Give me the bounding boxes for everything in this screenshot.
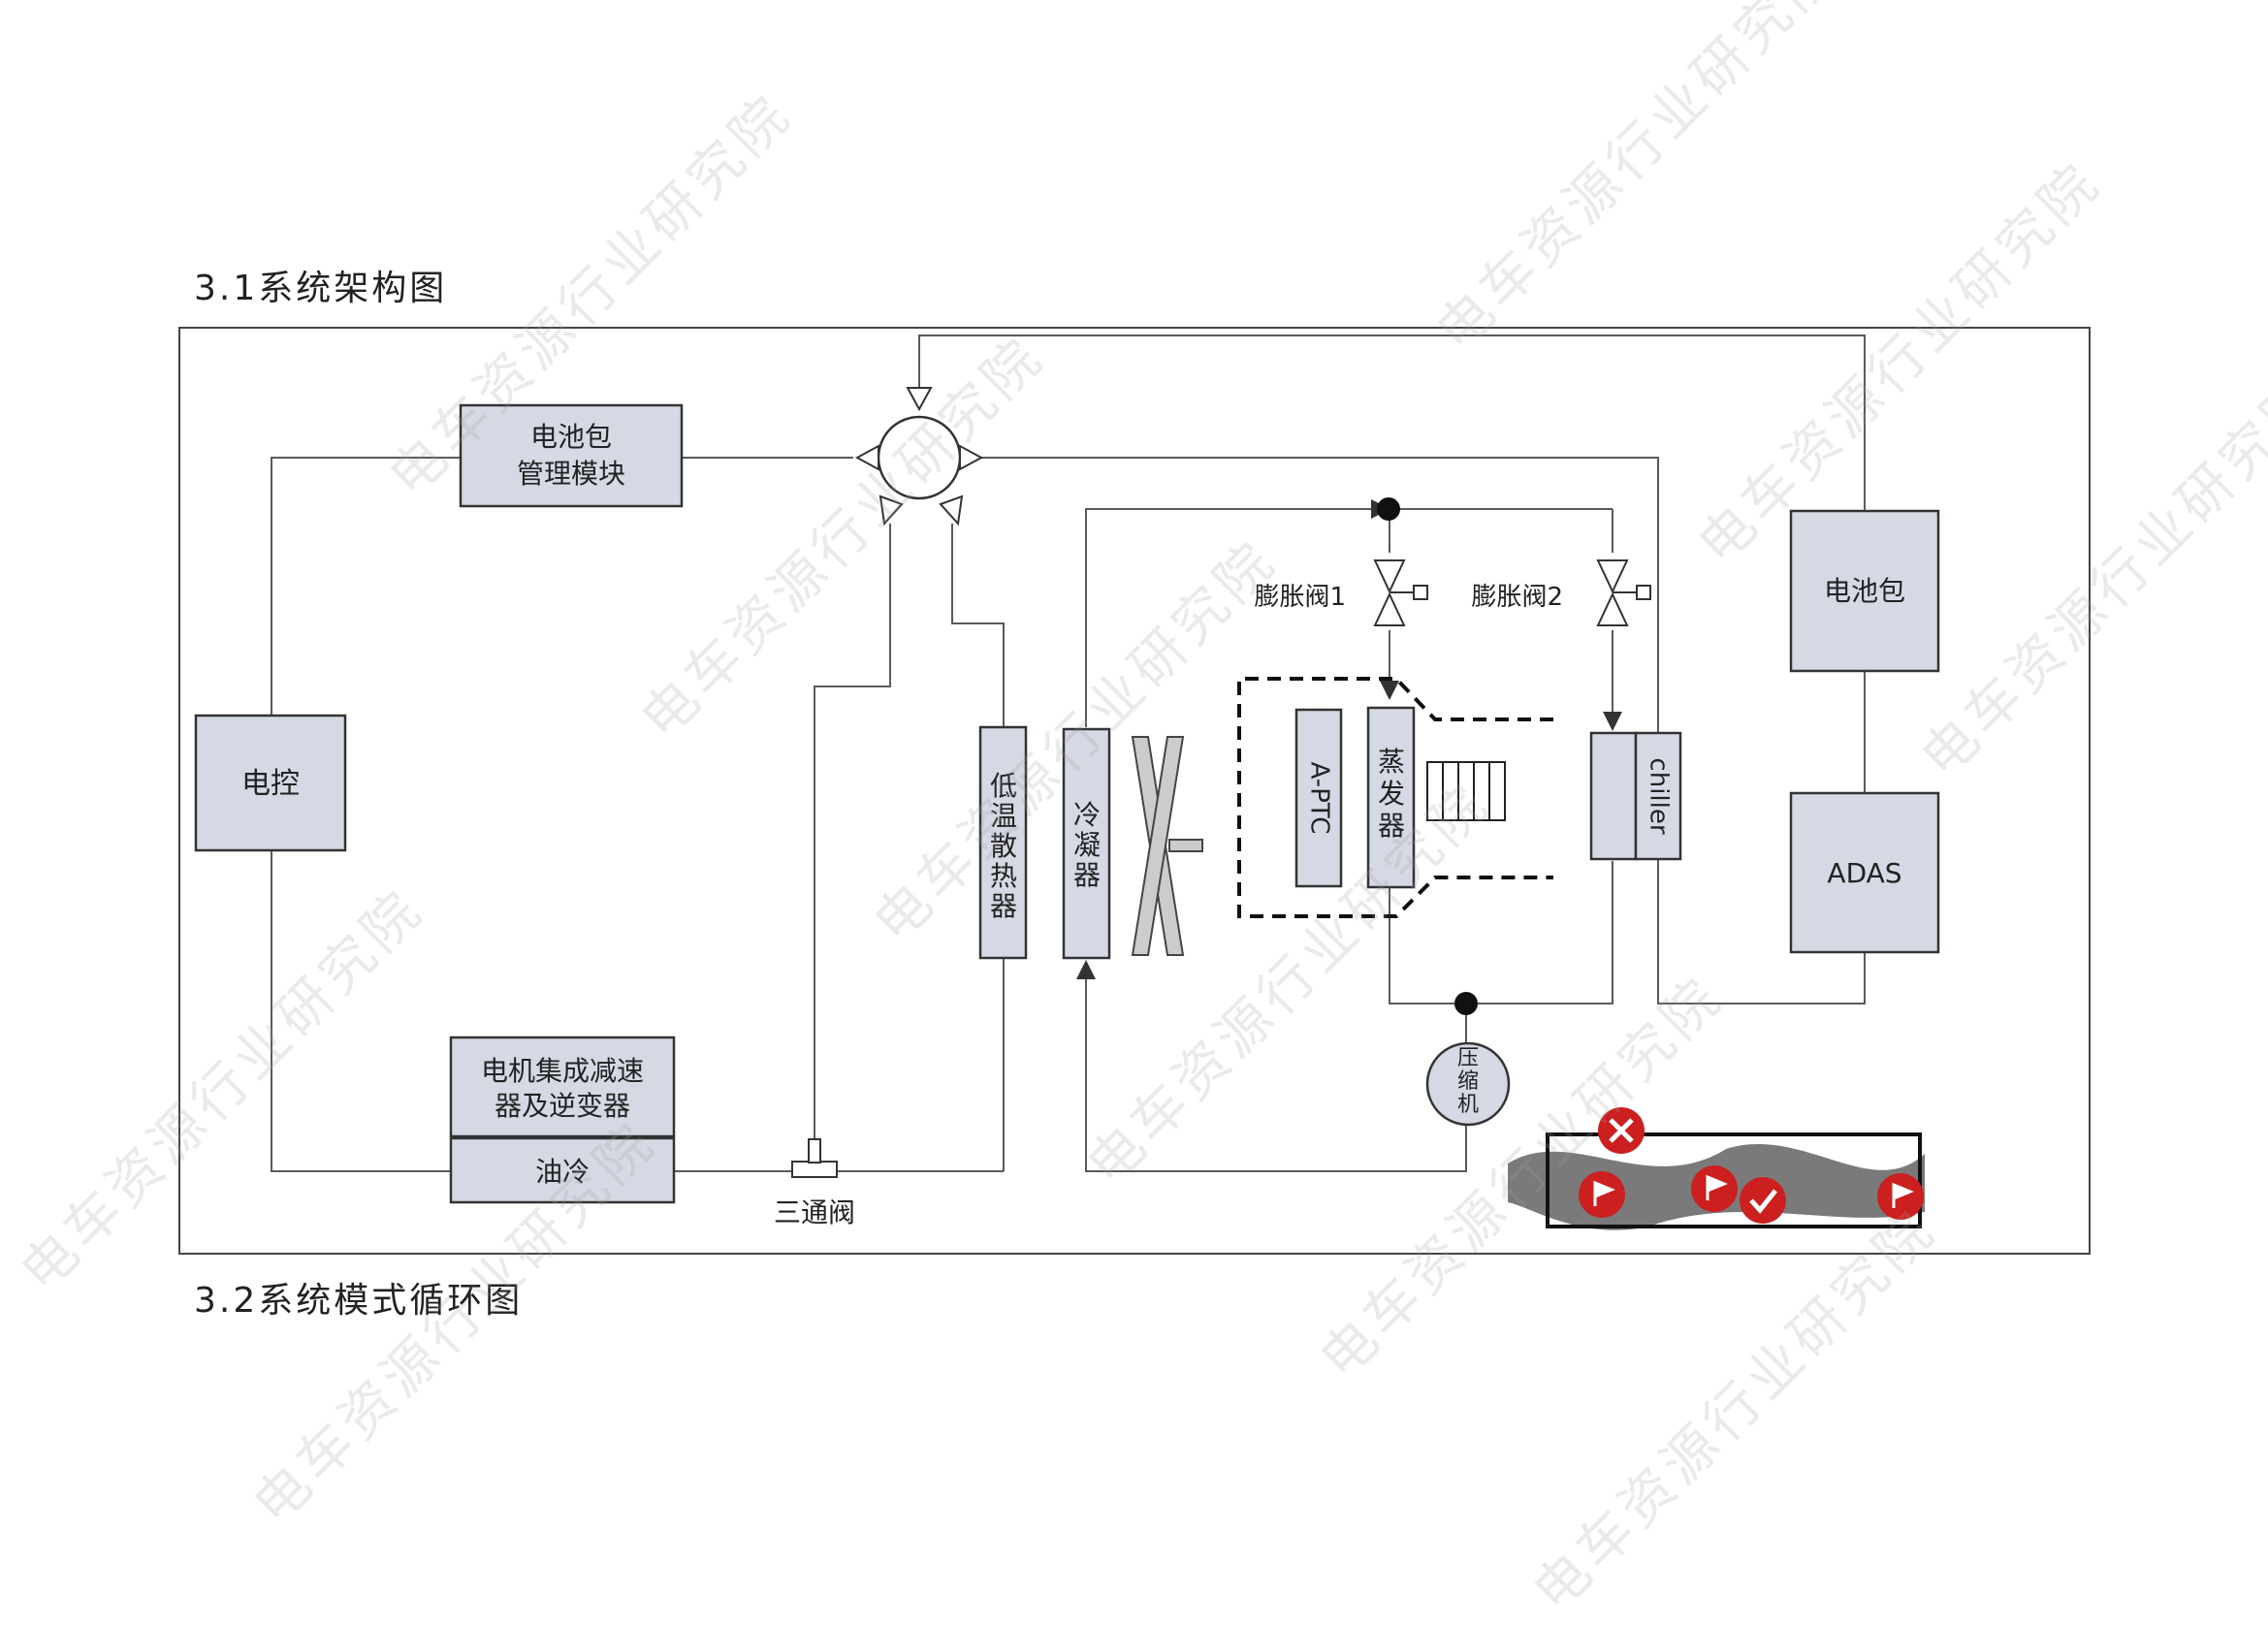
oil-cooler-label: 油冷 xyxy=(535,1156,590,1188)
junction-dot xyxy=(1454,992,1478,1015)
fan-icon xyxy=(1131,736,1203,956)
motor-label-line1: 电机集成减速 xyxy=(481,1055,644,1087)
flag-icon[interactable] xyxy=(1691,1165,1738,1212)
bms-label-line1: 电池包 xyxy=(530,421,612,453)
four-way-valve xyxy=(854,387,984,526)
three-way-valve-label: 三通阀 xyxy=(774,1196,855,1228)
chiller-label: chiller xyxy=(1645,757,1674,834)
battery-pack-block: 电池包 xyxy=(1789,509,1940,673)
section-heading-mode-cycle: 3.2系统模式循环图 xyxy=(194,1281,524,1321)
blower-grid-icon xyxy=(1426,761,1506,821)
motor-block: 电机集成减速 器及逆变器 xyxy=(449,1036,676,1138)
ecu-label: 电控 xyxy=(241,767,300,801)
diagram-frame xyxy=(178,327,2091,1255)
battery-pack-label: 电池包 xyxy=(1824,575,1905,607)
section-heading-architecture: 3.1系统架构图 xyxy=(194,269,448,308)
adas-block: ADAS xyxy=(1789,791,1940,954)
compressor-label: 压缩机 xyxy=(1457,1046,1479,1117)
evaporator: 蒸发器 xyxy=(1366,706,1416,889)
expansion-valve-1: 膨胀阀1 xyxy=(1254,559,1428,626)
condenser-label: 冷凝器 xyxy=(1073,799,1101,891)
flag-icon[interactable] xyxy=(1579,1171,1625,1218)
check-icon[interactable] xyxy=(1740,1177,1786,1224)
three-way-valve: 三通阀 xyxy=(774,1138,855,1228)
hvac-housing xyxy=(1237,677,1553,918)
expansion-valve-2-label: 膨胀阀2 xyxy=(1471,583,1563,612)
low-temp-radiator-label: 低温散热器 xyxy=(990,770,1017,922)
bms-block: 电池包 管理模块 xyxy=(459,403,684,508)
adas-label: ADAS xyxy=(1827,857,1901,889)
expansion-valve-2: 膨胀阀2 xyxy=(1471,559,1651,626)
compressor: 压缩机 xyxy=(1425,1041,1511,1127)
expansion-valve-1-label: 膨胀阀1 xyxy=(1254,583,1346,612)
close-icon[interactable] xyxy=(1598,1107,1645,1154)
motor-label-line2: 器及逆变器 xyxy=(495,1090,630,1122)
evaporator-label: 蒸发器 xyxy=(1378,746,1405,842)
coolant-lines xyxy=(271,335,1866,1172)
a-ptc-label: A-PTC xyxy=(1305,762,1334,835)
a-ptc-heater: A-PTC xyxy=(1294,708,1343,888)
annotation-overlay xyxy=(1508,1107,1925,1230)
chiller: chiller xyxy=(1589,731,1682,861)
bms-label-line2: 管理模块 xyxy=(517,458,625,490)
oil-cooler-block: 油冷 xyxy=(449,1136,676,1204)
low-temp-radiator: 低温散热器 xyxy=(978,725,1028,960)
ecu-block: 电控 xyxy=(194,714,347,852)
flag-icon[interactable] xyxy=(1877,1173,1924,1220)
junction-dot xyxy=(1377,497,1400,521)
condenser: 冷凝器 xyxy=(1062,727,1111,960)
